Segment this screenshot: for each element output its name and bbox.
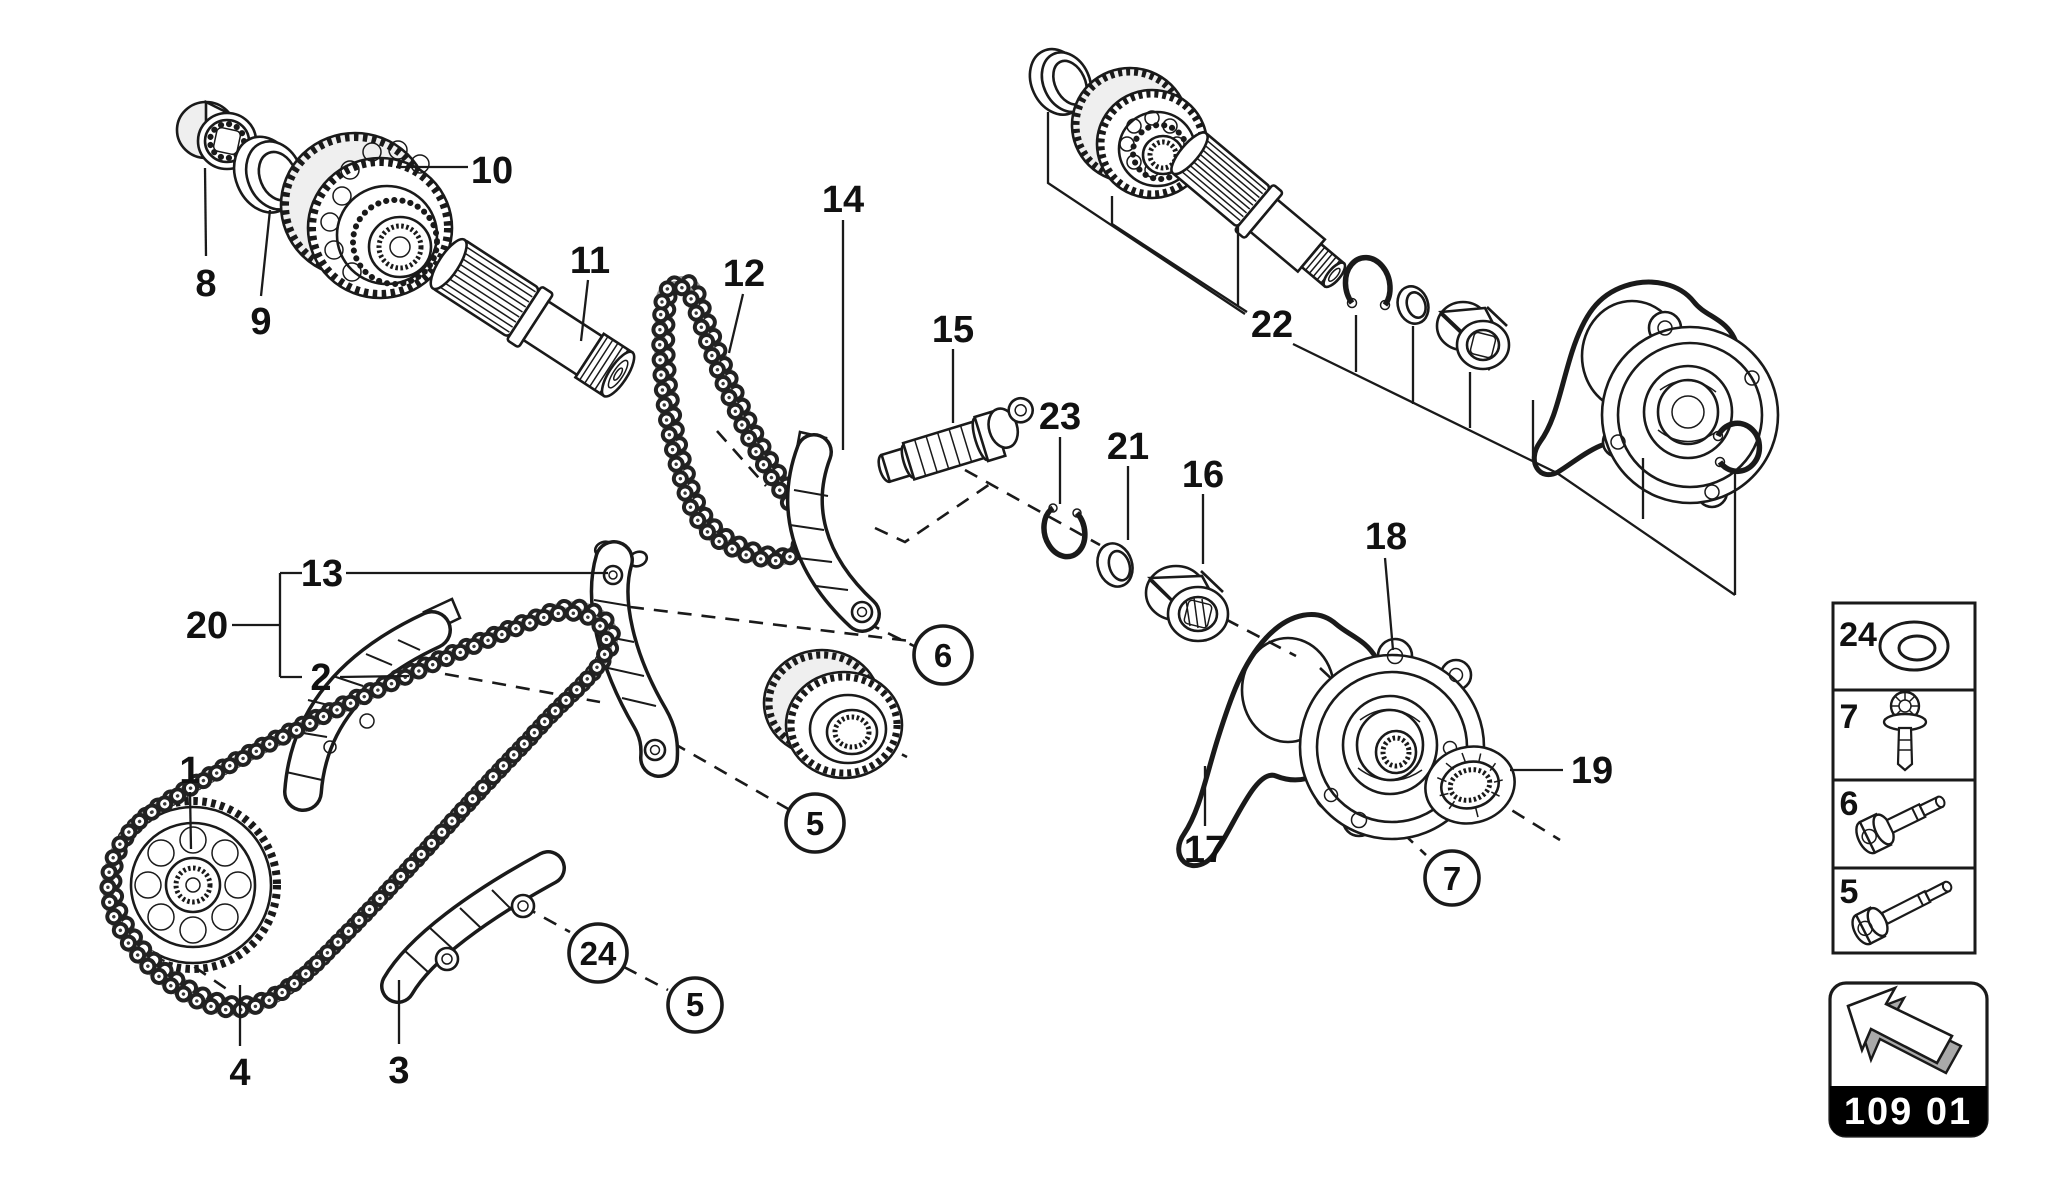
callout-1: 1 bbox=[179, 750, 200, 792]
nav-code: 109 01 bbox=[1844, 1091, 1972, 1133]
chain-tensioner-part bbox=[877, 396, 1034, 484]
page-nav-box[interactable]: 109 01 bbox=[1828, 981, 1989, 1138]
callout-19: 19 bbox=[1571, 750, 1613, 792]
legend-row-shoulder-bolt: 6 bbox=[1840, 785, 1946, 855]
legend-row-long-bolt: 5 bbox=[1840, 873, 1953, 946]
callout-8: 8 bbox=[195, 263, 216, 305]
svg-text:6: 6 bbox=[1840, 785, 1859, 823]
callout-18: 18 bbox=[1365, 516, 1407, 558]
camshaft-sprocket-part bbox=[279, 131, 454, 300]
svg-text:5: 5 bbox=[1840, 873, 1859, 911]
sealing-ring-part bbox=[1096, 542, 1134, 588]
legend-row-washer: 24 bbox=[1839, 616, 1950, 672]
adjuster-shaft-part bbox=[1170, 131, 1347, 289]
callout-14: 14 bbox=[822, 179, 864, 221]
lower-guide-rail-part bbox=[380, 850, 566, 1004]
flange-bolt-icon bbox=[1882, 690, 1928, 772]
callout-15: 15 bbox=[932, 309, 974, 351]
leader-lines bbox=[188, 112, 1737, 1046]
washer-icon bbox=[1878, 620, 1950, 672]
long-bolt-icon bbox=[1851, 880, 1953, 946]
callout-22: 22 bbox=[1251, 304, 1293, 346]
circled-callout-7: 7 bbox=[1423, 849, 1481, 907]
circled-callouts: 6 5 24 5 7 bbox=[567, 624, 1481, 1034]
callout-9: 9 bbox=[250, 301, 271, 343]
svg-text:24: 24 bbox=[580, 935, 617, 972]
straight-guide-rail-part bbox=[589, 540, 680, 778]
crankshaft-sprocket-part bbox=[105, 797, 281, 973]
callout-16: 16 bbox=[1182, 454, 1224, 496]
svg-text:7: 7 bbox=[1840, 698, 1859, 736]
callout-10: 10 bbox=[471, 150, 513, 192]
back-arrow-icon bbox=[1846, 985, 1963, 1075]
callout-11: 11 bbox=[570, 240, 610, 282]
svg-text:6: 6 bbox=[934, 637, 952, 674]
snap-ring-right-part bbox=[1712, 420, 1763, 474]
small-ring-part bbox=[1396, 285, 1430, 325]
callout-17: 17 bbox=[1184, 829, 1226, 871]
timing-chain-lower-part bbox=[99, 598, 622, 1019]
nav-code-bar bbox=[1830, 1086, 1987, 1136]
legend-row-flange-bolt: 7 bbox=[1840, 690, 1928, 772]
circlip-part bbox=[1041, 503, 1088, 560]
callout-21: 21 bbox=[1107, 426, 1149, 468]
circled-callout-5-mid: 5 bbox=[784, 792, 846, 854]
callout-4: 4 bbox=[229, 1052, 250, 1094]
callout-labels: 8 9 10 11 12 14 15 22 23 21 16 18 17 19 … bbox=[179, 150, 1613, 1094]
svg-text:5: 5 bbox=[806, 805, 824, 842]
callout-12: 12 bbox=[723, 253, 765, 295]
needle-bushing-part bbox=[1144, 564, 1230, 643]
needle-bushing-top-part bbox=[1435, 300, 1511, 372]
callout-23: 23 bbox=[1039, 396, 1081, 438]
timing-chain-upper-part bbox=[651, 273, 817, 570]
circled-callout-6: 6 bbox=[912, 624, 974, 686]
callout-2: 2 bbox=[310, 657, 331, 699]
shaft-seal-part bbox=[1424, 745, 1516, 825]
adjuster-flange-part bbox=[1600, 310, 1780, 509]
hardware-legend: 24 7 bbox=[1831, 601, 1977, 955]
shoulder-bolt-icon bbox=[1855, 795, 1946, 855]
svg-text:7: 7 bbox=[1443, 860, 1461, 897]
intermediate-shaft-part bbox=[429, 237, 636, 398]
svg-text:24: 24 bbox=[1839, 616, 1877, 654]
snap-ring-part bbox=[1342, 254, 1393, 311]
svg-text:5: 5 bbox=[686, 986, 704, 1023]
callout-20: 20 bbox=[186, 605, 228, 647]
callout-3: 3 bbox=[388, 1050, 409, 1092]
circled-callout-5-low: 5 bbox=[666, 976, 724, 1034]
callout-13: 13 bbox=[301, 553, 343, 595]
curved-tensioner-rail-part bbox=[785, 430, 881, 633]
idler-double-sprocket-part bbox=[762, 648, 904, 780]
circled-callout-24: 24 bbox=[567, 922, 629, 984]
